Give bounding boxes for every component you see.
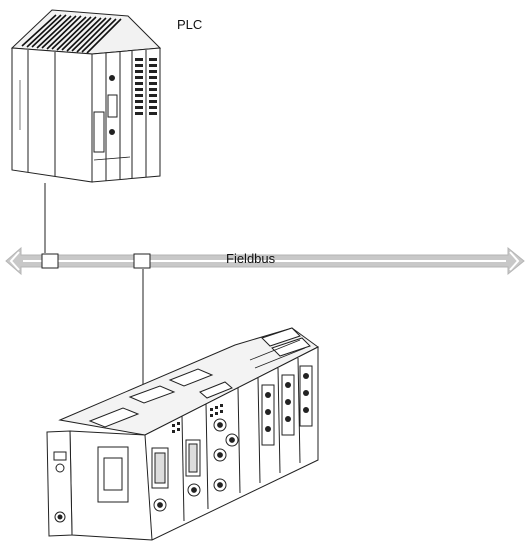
plc-bus-node (41, 253, 59, 269)
plc-label: PLC (177, 17, 203, 32)
terminal-bus-node (133, 253, 151, 269)
valve-terminal-device (46, 327, 319, 541)
plc-device (10, 9, 162, 183)
fieldbus-label: Fieldbus (226, 251, 276, 266)
fieldbus-arrow (5, 246, 525, 276)
